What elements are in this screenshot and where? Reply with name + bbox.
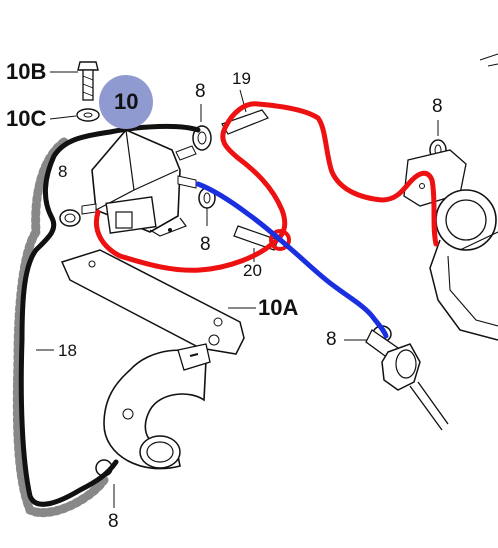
label-clamp-top-right: 8 — [432, 96, 443, 117]
label-part-10b: 10B — [6, 59, 47, 84]
label-clamp-right-lower: 8 — [326, 329, 337, 350]
label-clamp-left: 8 — [58, 162, 68, 181]
black-hose-highlight — [18, 123, 201, 507]
bolt-10b — [77, 61, 99, 101]
washer-10c — [76, 108, 100, 122]
part-10-badge — [99, 75, 153, 129]
label-part-10: 10 — [114, 89, 139, 114]
label-clamp-bottom: 8 — [108, 511, 119, 532]
label-part-10c: 10C — [6, 106, 47, 131]
red-hose-highlight — [94, 101, 439, 273]
turbocharger — [429, 53, 498, 341]
label-part-10a: 10A — [258, 295, 299, 320]
label-clamp-top-center: 8 — [195, 81, 206, 102]
pressure-unit — [365, 329, 449, 431]
label-part-20: 20 — [243, 261, 262, 280]
intake-elbow — [103, 343, 211, 470]
label-clamp-center: 8 — [200, 234, 211, 255]
label-part-18: 18 — [58, 341, 77, 360]
mounting-bracket-10a — [60, 249, 245, 355]
label-part-19: 19 — [232, 69, 251, 88]
clamp-left — [59, 209, 81, 227]
blue-hose-highlight — [195, 181, 389, 339]
